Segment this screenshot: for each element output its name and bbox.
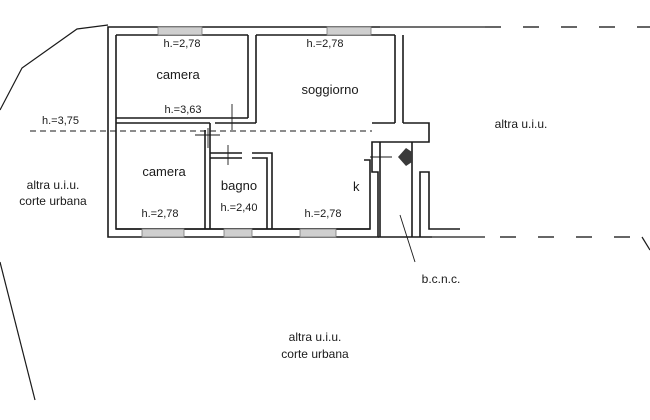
room-label-soggiorno: soggiorno [301, 82, 359, 97]
camera-2-height: h.=2,78 [141, 208, 179, 220]
label-altra-uiu-left: altra u.i.u. [26, 178, 80, 192]
bcnc-leader-line [399, 214, 416, 263]
walls [107, 26, 460, 238]
window-soggiorno-top [326, 26, 372, 36]
external-height: h.=3,75 [42, 115, 80, 127]
label-altra-uiu-right: altra u.i.u. [494, 117, 548, 131]
label-corte-urbana-left: corte urbana [19, 194, 87, 208]
window-camera-top [157, 26, 203, 36]
label-bcnc: b.c.n.c. [421, 272, 461, 286]
property-boundary-bottom-left [0, 261, 36, 401]
camera-1-height-2: h.=3,63 [164, 104, 202, 116]
bagno-height: h.=2,40 [220, 202, 258, 214]
window-k-bottom [299, 228, 337, 238]
camera-1-height: h.=2,78 [163, 38, 201, 50]
property-boundary-left [0, 24, 109, 111]
windows [141, 26, 372, 238]
entry-arrow-icon [398, 148, 412, 166]
label-altra-uiu-bottom: altra u.i.u. [288, 330, 342, 344]
soggiorno-height: h.=2,78 [306, 38, 344, 50]
property-boundary-bottom-right [641, 236, 650, 251]
k-height: h.=2,78 [304, 208, 342, 220]
room-label-bagno: bagno [220, 178, 258, 193]
window-bagno-bottom [223, 228, 253, 238]
room-label-camera-2: camera [142, 164, 186, 179]
room-label-k: k [353, 179, 360, 194]
room-label-camera-1: camera [156, 67, 200, 82]
window-camera-bottom [141, 228, 185, 238]
label-corte-urbana-bottom: corte urbana [281, 347, 349, 361]
